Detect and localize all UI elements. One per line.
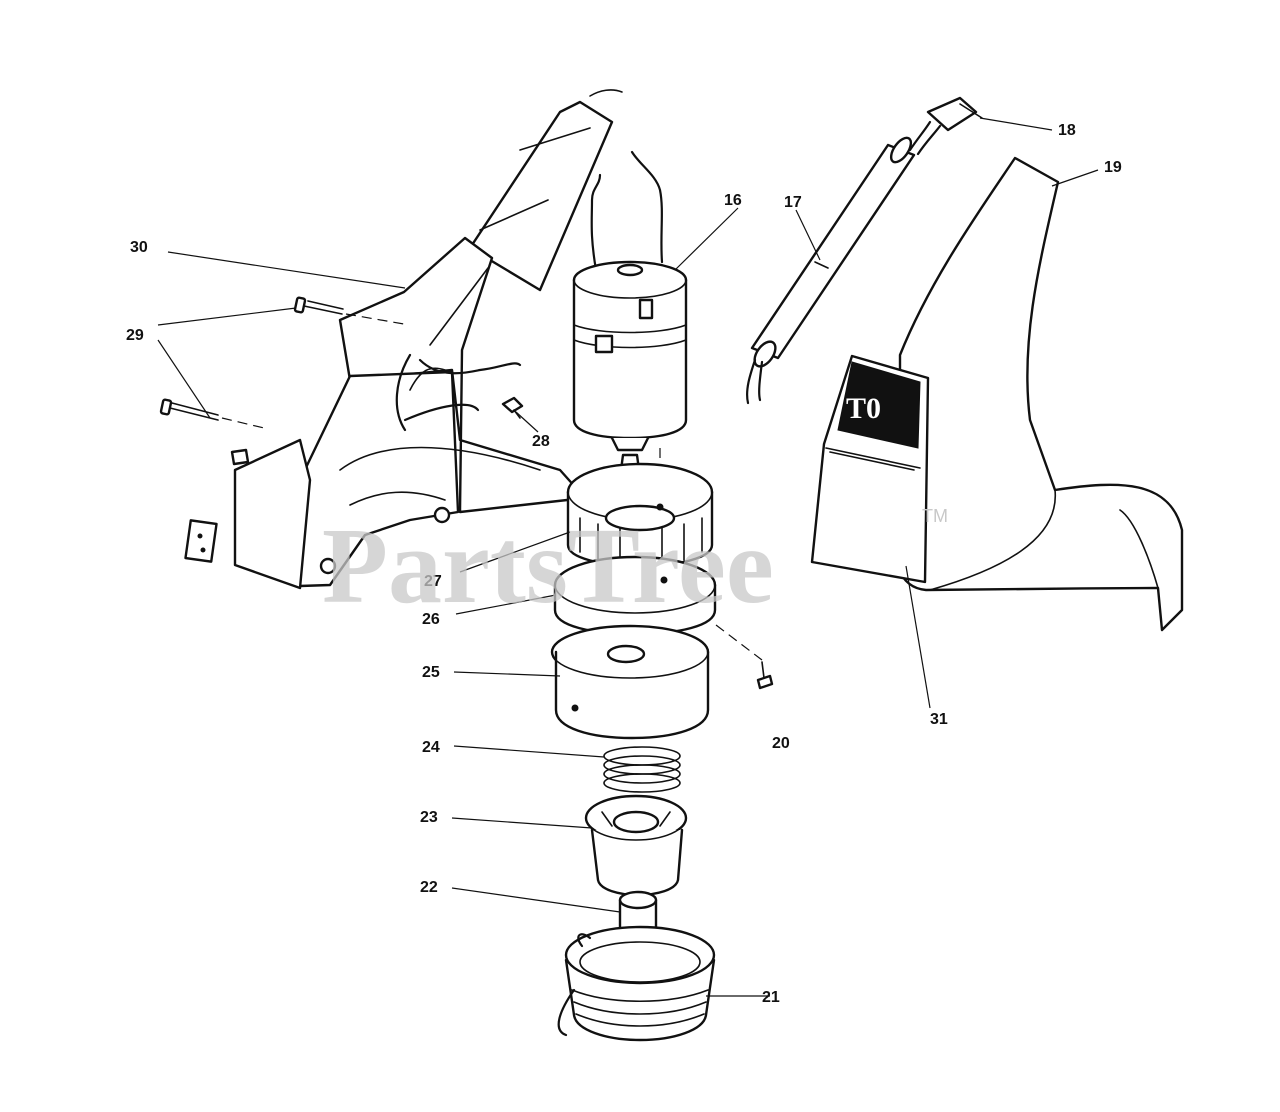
watermark-trademark: TM (922, 506, 948, 526)
callout-26: 26 (422, 611, 440, 628)
hub[interactable] (566, 462, 714, 568)
watermark-text: PartsTree (322, 507, 774, 626)
watermark: PartsTree TM (322, 506, 948, 626)
callout-16: 16 (724, 192, 742, 209)
wire-clip (184, 519, 218, 563)
callout-20: 20 (772, 735, 790, 752)
callout-labels: 16 17 18 19 20 21 22 23 24 25 26 27 28 2… (126, 122, 1122, 1006)
callout-17: 17 (784, 194, 802, 211)
line-spool[interactable] (557, 925, 716, 1042)
inner-reel[interactable] (584, 794, 688, 897)
spring[interactable] (603, 746, 681, 793)
small-screw[interactable] (501, 396, 524, 419)
left-housing-half[interactable] (233, 89, 623, 590)
spool-housing[interactable] (550, 624, 710, 740)
decal[interactable]: T0 (810, 354, 930, 584)
callout-22: 22 (420, 879, 438, 896)
callout-23: 23 (420, 809, 438, 826)
hex-nut-small (230, 448, 250, 466)
callout-18: 18 (1058, 122, 1076, 139)
callout-30: 30 (130, 239, 148, 256)
decal-label: T0 (846, 392, 881, 425)
switch-handle-tube[interactable] (746, 135, 916, 405)
callout-28: 28 (532, 433, 550, 450)
housing-screws[interactable] (159, 296, 405, 429)
callout-24: 24 (422, 739, 440, 756)
disc[interactable] (553, 555, 717, 636)
guard-shield[interactable] (894, 156, 1184, 632)
callout-19: 19 (1104, 159, 1122, 176)
callout-27: 27 (424, 573, 442, 590)
cover-screw[interactable] (715, 624, 774, 690)
callout-31: 31 (930, 711, 948, 728)
callout-25: 25 (422, 664, 440, 681)
callout-29: 29 (126, 327, 144, 344)
leader-lines (157, 117, 1099, 997)
wire-connector[interactable] (908, 96, 983, 156)
motor[interactable] (572, 150, 688, 452)
callout-21: 21 (762, 989, 780, 1006)
